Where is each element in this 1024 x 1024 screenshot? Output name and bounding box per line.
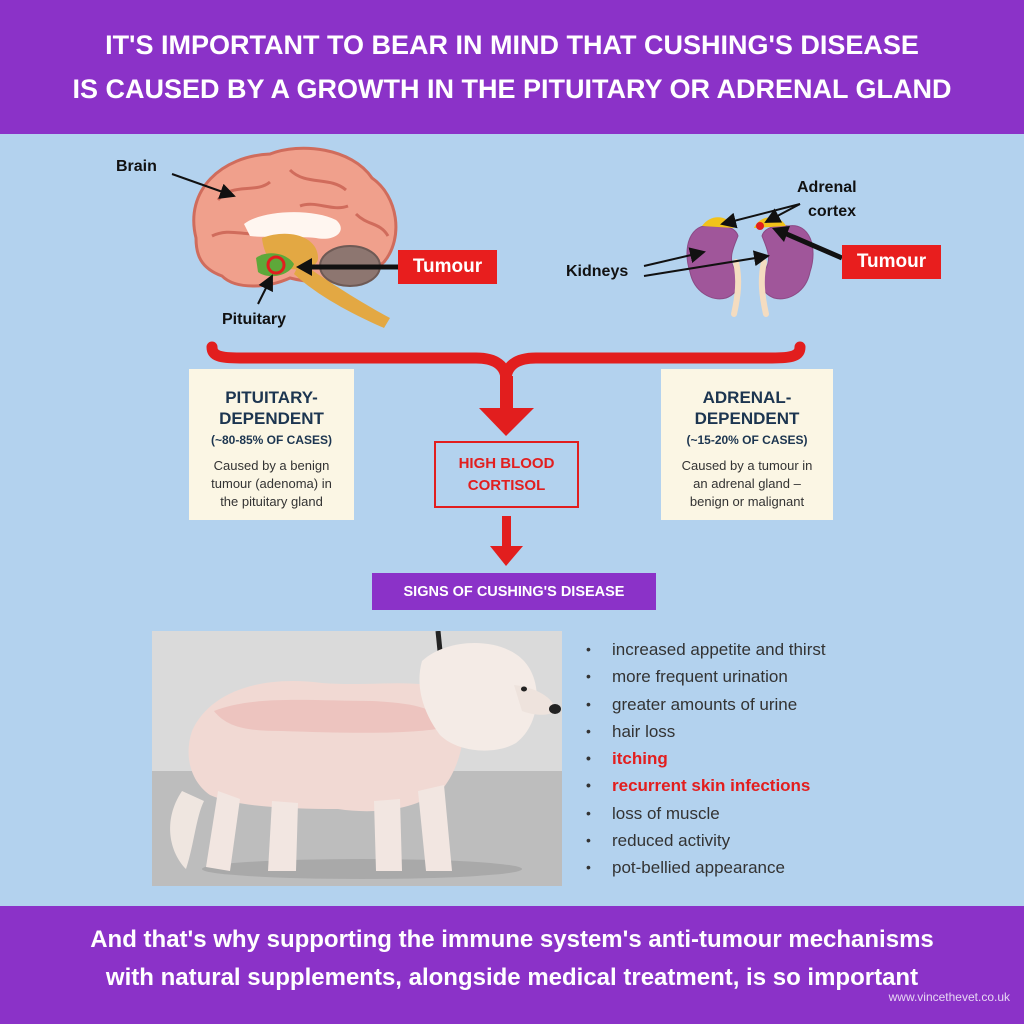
- kidneys-illustration: [686, 217, 814, 317]
- pituitary-desc-line-3: the pituitary gland: [220, 494, 323, 509]
- pituitary-card-description: Caused by a benign tumour (adenoma) in t…: [189, 457, 354, 511]
- pituitary-label: Pituitary: [222, 311, 287, 328]
- website-credit: www.vincethevet.co.uk: [888, 990, 1010, 1004]
- adrenal-card-cases: (~15-20% OF CASES): [686, 433, 808, 447]
- tumour-tag-pituitary: Tumour: [398, 250, 497, 284]
- brain-illustration: [192, 146, 398, 328]
- footer-line-2: with natural supplements, alongside medi…: [105, 964, 919, 991]
- brain-label: Brain: [116, 158, 157, 175]
- pituitary-desc-line-2: tumour (adenoma) in: [211, 476, 332, 491]
- sign-item-highlighted: recurrent skin infections: [586, 772, 826, 799]
- dog-photo: [152, 631, 562, 886]
- sign-item: increased appetite and thirst: [586, 636, 826, 663]
- adrenal-label-line-1: Adrenal: [797, 179, 857, 196]
- adrenal-card-description: Caused by a tumour in an adrenal gland –…: [661, 457, 833, 511]
- sign-item: hair loss: [586, 718, 826, 745]
- sign-item: greater amounts of urine: [586, 691, 826, 718]
- sign-item: reduced activity: [586, 827, 826, 854]
- sign-item: pot-bellied appearance: [586, 854, 826, 881]
- adrenal-card-title-2: DEPENDENT: [694, 409, 800, 428]
- sign-item: loss of muscle: [586, 800, 826, 827]
- pituitary-dependent-card: PITUITARY- DEPENDENT (~80-85% OF CASES) …: [189, 369, 354, 520]
- cortisol-line-2: CORTISOL: [467, 476, 546, 494]
- header-line-1: IT'S IMPORTANT TO BEAR IN MIND THAT CUSH…: [105, 30, 919, 60]
- adrenal-desc-line-1: Caused by a tumour in: [681, 458, 813, 473]
- kidneys-label: Kidneys: [566, 263, 629, 280]
- high-blood-cortisol-box: HIGH BLOOD CORTISOL: [434, 441, 579, 508]
- adrenal-desc-line-3: benign or malignant: [689, 494, 805, 509]
- header-banner: IT'S IMPORTANT TO BEAR IN MIND THAT CUSH…: [0, 0, 1024, 134]
- sign-item: more frequent urination: [586, 663, 826, 690]
- pituitary-card-title-2: DEPENDENT: [219, 409, 324, 428]
- header-line-2: IS CAUSED BY A GROWTH IN THE PITUITARY O…: [72, 74, 952, 104]
- adrenal-dependent-card: ADRENAL- DEPENDENT (~15-20% OF CASES) Ca…: [661, 369, 833, 520]
- tumour-tag-adrenal: Tumour: [842, 245, 941, 279]
- pituitary-card-title-1: PITUITARY-: [225, 388, 318, 407]
- signs-list: increased appetite and thirst more frequ…: [586, 636, 826, 882]
- dog-image: [152, 631, 562, 886]
- adrenal-card-title-1: ADRENAL-: [702, 388, 792, 407]
- adrenal-desc-line-2: an adrenal gland –: [693, 476, 801, 491]
- footer-banner: And that's why supporting the immune sys…: [0, 906, 1024, 1024]
- footer-line-1: And that's why supporting the immune sys…: [90, 926, 934, 953]
- signs-title: SIGNS OF CUSHING'S DISEASE: [372, 573, 656, 610]
- adrenal-label-line-2: cortex: [808, 203, 857, 220]
- cortisol-line-1: HIGH BLOOD: [458, 454, 555, 472]
- pituitary-desc-line-1: Caused by a benign: [213, 458, 330, 473]
- pituitary-card-cases: (~80-85% OF CASES): [210, 433, 333, 447]
- sign-item-highlighted: itching: [586, 745, 826, 772]
